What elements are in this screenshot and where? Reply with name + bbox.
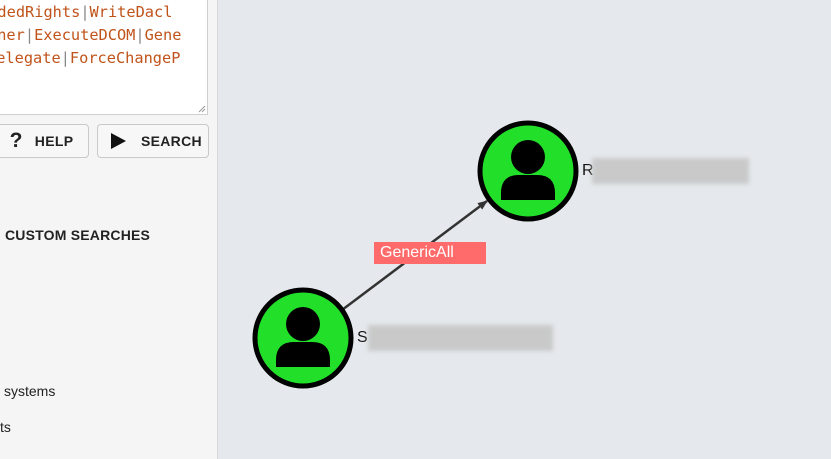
query-token: ForceChangeP bbox=[69, 49, 181, 67]
query-line: endedRights|WriteDacl bbox=[0, 1, 191, 24]
node-label-prefix: S bbox=[357, 329, 368, 346]
play-icon bbox=[111, 133, 126, 149]
graph-node-target[interactable] bbox=[477, 120, 579, 222]
user-icon bbox=[501, 140, 555, 200]
search-button[interactable]: SEARCH bbox=[97, 124, 209, 158]
redacted-node-name bbox=[368, 325, 553, 351]
search-button-label: SEARCH bbox=[141, 133, 202, 149]
node-label-target: R bbox=[582, 162, 594, 180]
custom-searches-heading: CUSTOM SEARCHES bbox=[5, 227, 151, 243]
graph-node-source[interactable] bbox=[252, 287, 354, 389]
query-separator: | bbox=[80, 3, 90, 21]
left-panel: endedRights|WriteDacl wner|ExecuteDCOM|G… bbox=[0, 0, 218, 459]
cypher-query-textarea[interactable]: endedRights|WriteDacl wner|ExecuteDCOM|G… bbox=[0, 0, 208, 115]
query-token: endedRights bbox=[0, 3, 81, 21]
query-token: wner bbox=[0, 26, 25, 44]
help-button[interactable]: ? HELP bbox=[0, 124, 89, 158]
node-label-source: S bbox=[357, 329, 368, 347]
edge-label[interactable]: GenericAll bbox=[374, 242, 486, 264]
custom-search-item[interactable]: ts bbox=[0, 419, 11, 435]
query-separator: | bbox=[60, 49, 70, 67]
user-icon bbox=[276, 307, 330, 367]
query-token: ExecuteDCOM bbox=[34, 26, 136, 44]
query-separator: | bbox=[24, 26, 35, 44]
query-line: wner|ExecuteDCOM|Gene bbox=[0, 24, 200, 47]
query-line: Delegate|ForceChangeP bbox=[0, 47, 199, 70]
query-token: WriteDacl bbox=[89, 3, 173, 21]
query-separator: | bbox=[135, 26, 145, 44]
question-icon: ? bbox=[9, 129, 23, 152]
resize-grip-icon[interactable] bbox=[198, 105, 206, 113]
help-button-label: HELP bbox=[34, 133, 74, 149]
query-token: Delegate bbox=[0, 49, 61, 67]
graph-canvas[interactable] bbox=[218, 0, 831, 459]
custom-search-item[interactable]: systems bbox=[4, 383, 56, 399]
redacted-node-name bbox=[592, 158, 749, 184]
node-label-prefix: R bbox=[582, 162, 594, 179]
query-token: Gene bbox=[144, 26, 182, 44]
